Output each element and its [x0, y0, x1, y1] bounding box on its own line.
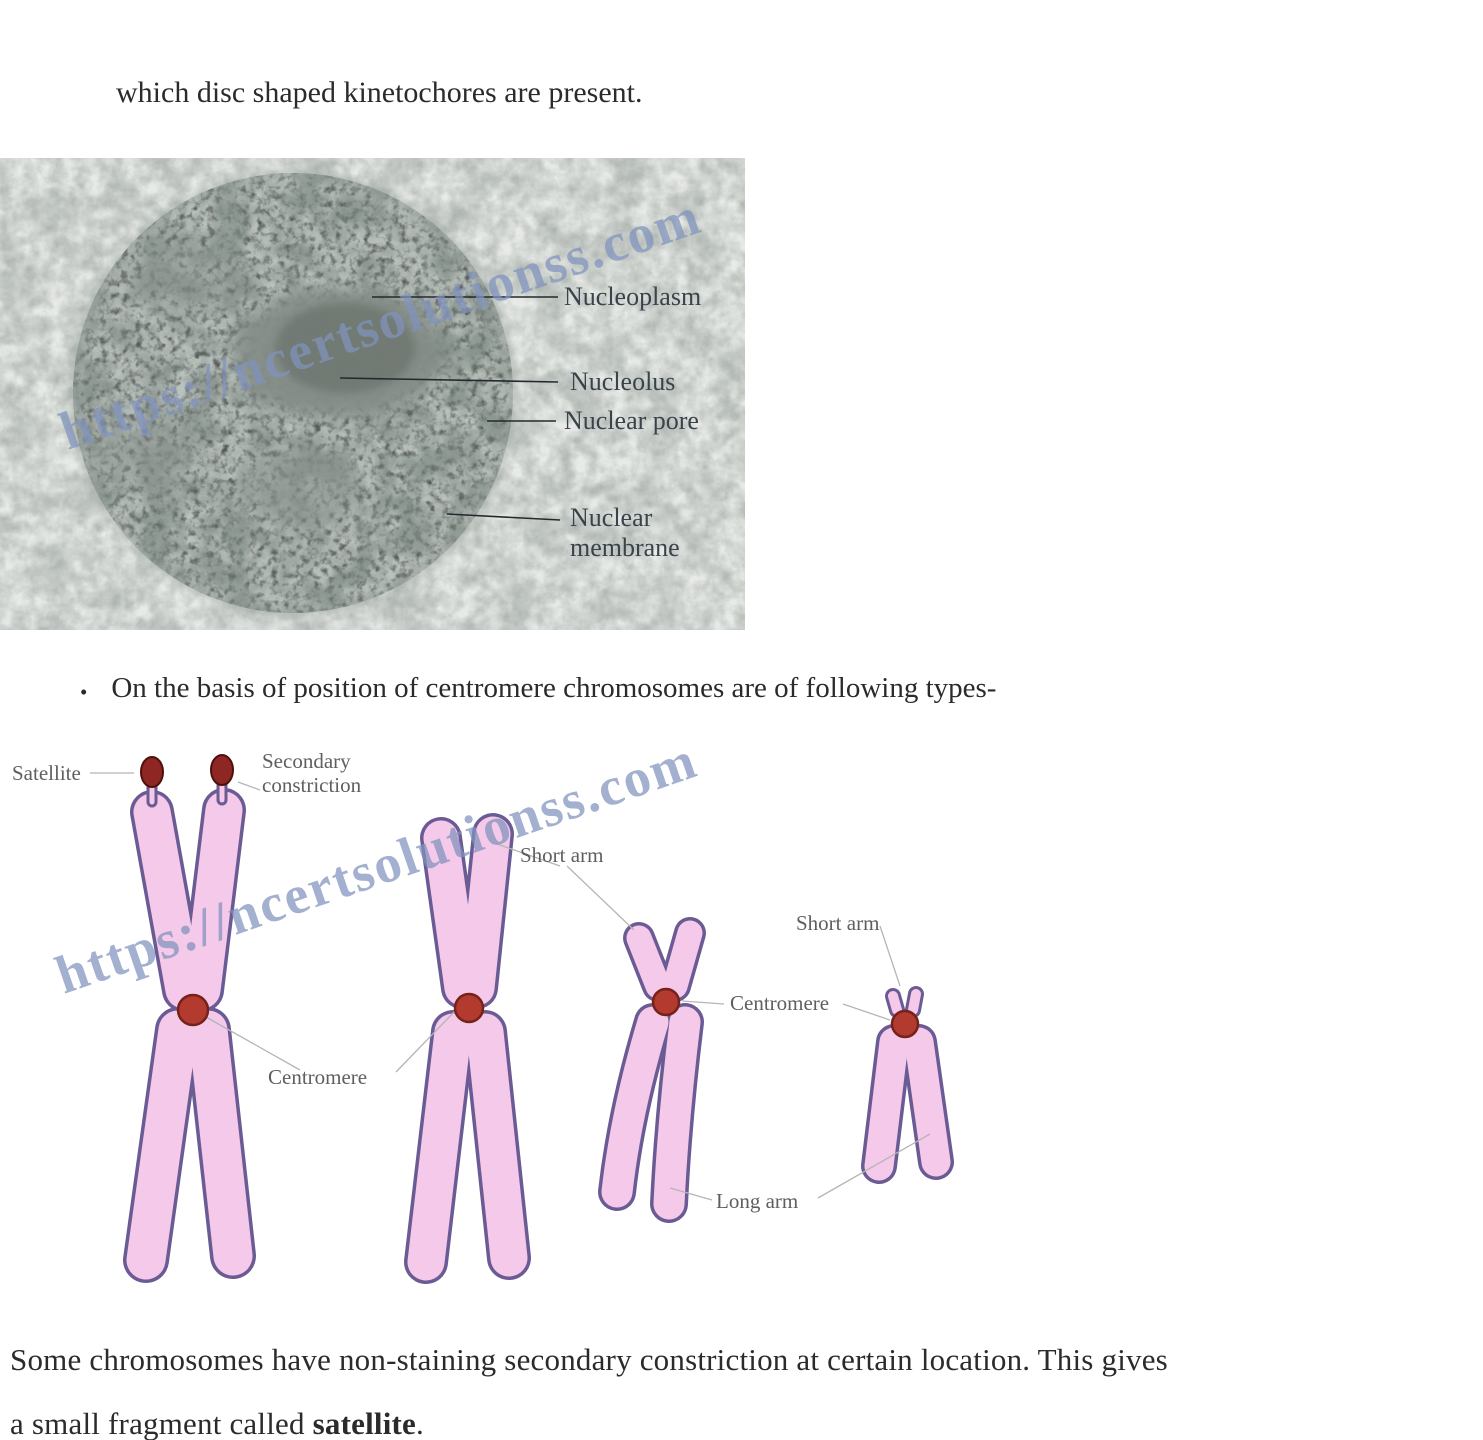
metacentric-chromosome — [123, 754, 256, 1283]
closing-line2-prefix: a small fragment called — [10, 1406, 313, 1440]
chromosome-diagram: Satellite Secondary constriction Short a… — [12, 749, 954, 1284]
submetacentric-centromere — [453, 992, 485, 1024]
nucleus-micrograph-figure: Nucleoplasm Nucleolus Nuclear pore Nucle… — [0, 158, 745, 630]
closing-paragraph: Some chromosomes have non-staining secon… — [10, 1328, 1476, 1440]
secondary-constriction-label-line2: constriction — [262, 773, 362, 797]
submetacentric-chromosome — [404, 813, 531, 1284]
short-arm-label-left: Short arm — [520, 843, 603, 867]
chromosome-types-figure: Satellite Secondary constriction Short a… — [0, 740, 1010, 1305]
intro-text: which disc shaped kinetochores are prese… — [116, 76, 643, 109]
bullet-list-item: • On the basis of position of centromere… — [80, 672, 996, 712]
micrograph-image — [0, 158, 745, 630]
figure-leader-lines — [90, 772, 931, 1201]
secondary-constriction-label-line1: Secondary — [262, 749, 351, 773]
nuclear-membrane-leader-line — [446, 513, 561, 521]
nuclear-membrane-label-line1: Nuclear — [570, 503, 653, 532]
satellite-knob-left — [140, 756, 164, 788]
satellite-term: satellite — [312, 1406, 416, 1440]
metacentric-centromere — [176, 993, 210, 1027]
acrocentric-centromere — [651, 987, 681, 1017]
closing-line1: Some chromosomes have non-staining secon… — [10, 1342, 1168, 1377]
satellite-label: Satellite — [12, 761, 81, 785]
telocentric-centromere — [890, 1009, 920, 1039]
centromere-label-right: Centromere — [730, 991, 829, 1015]
closing-line2-suffix: . — [416, 1406, 424, 1440]
telocentric-chromosome — [861, 986, 954, 1184]
bullet-marker: • — [80, 680, 88, 704]
nucleus-micrograph: Nucleoplasm Nucleolus Nuclear pore Nucle… — [0, 158, 745, 630]
nuclear-membrane-label-line2: membrane — [570, 533, 680, 562]
acrocentric-chromosome — [598, 917, 706, 1223]
nucleolus-label: Nucleolus — [570, 367, 675, 396]
satellite-knob-right — [210, 754, 234, 786]
bullet-text: On the basis of position of centromere c… — [111, 672, 997, 704]
nuclear-pore-label: Nuclear pore — [564, 406, 699, 435]
nucleoplasm-label: Nucleoplasm — [564, 282, 701, 311]
short-arm-label-right: Short arm — [796, 911, 879, 935]
centromere-label-left: Centromere — [268, 1065, 367, 1089]
long-arm-label: Long arm — [716, 1189, 798, 1213]
nucleolus-leader-line — [339, 377, 559, 383]
